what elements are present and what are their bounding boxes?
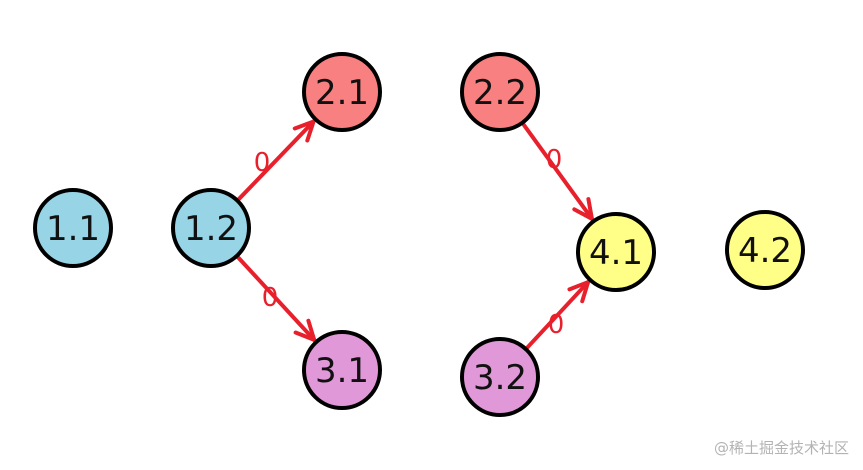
edge-weight-label: 0 xyxy=(254,148,271,178)
edges-layer: 0 0 0 0 xyxy=(236,119,594,350)
node-label: 3.2 xyxy=(473,358,527,398)
node-circle xyxy=(171,188,251,268)
edge-line xyxy=(236,119,316,202)
node-circle xyxy=(725,210,805,290)
edge-weight-label: 0 xyxy=(262,283,279,313)
node-2-2: 2.2 xyxy=(460,52,540,132)
node-label: 4.1 xyxy=(589,233,643,273)
edge-weight-label: 0 xyxy=(548,310,565,340)
node-circle xyxy=(33,188,113,268)
node-label: 2.2 xyxy=(473,73,527,113)
arrowhead-icon xyxy=(292,119,316,143)
arrowhead-icon xyxy=(293,318,317,342)
node-circle xyxy=(302,330,382,410)
node-2-1: 2.1 xyxy=(302,52,382,132)
node-circle xyxy=(302,52,382,132)
node-label: 1.1 xyxy=(46,209,100,249)
edge-3.2-to-4.1: 0 xyxy=(525,280,591,350)
node-circle xyxy=(460,52,540,132)
node-1-1: 1.1 xyxy=(33,188,113,268)
edge-2.2-to-4.1: 0 xyxy=(521,122,594,221)
edge-line xyxy=(525,280,591,350)
node-1-2: 1.2 xyxy=(171,188,251,268)
node-label: 2.1 xyxy=(315,73,369,113)
node-label: 1.2 xyxy=(184,209,238,249)
node-3-2: 3.2 xyxy=(460,337,540,417)
edge-weight-label: 0 xyxy=(546,145,563,175)
nodes-layer: 1.1 1.2 2.1 2.2 3.1 3.2 4.1 4.2 xyxy=(33,52,805,417)
edge-line xyxy=(521,122,594,221)
arrowhead-icon xyxy=(572,197,594,221)
node-label: 3.1 xyxy=(315,351,369,391)
node-circle xyxy=(576,212,656,292)
watermark-text: @稀土掘金技术社区 xyxy=(713,439,849,457)
node-3-1: 3.1 xyxy=(302,330,382,410)
edge-1.2-to-3.1: 0 xyxy=(236,255,317,342)
node-4-2: 4.2 xyxy=(725,210,805,290)
edge-line xyxy=(236,255,317,342)
edge-1.2-to-2.1: 0 xyxy=(236,119,316,202)
arrowhead-icon xyxy=(567,280,591,304)
node-4-1: 4.1 xyxy=(576,212,656,292)
node-circle xyxy=(460,337,540,417)
node-label: 4.2 xyxy=(738,231,792,271)
